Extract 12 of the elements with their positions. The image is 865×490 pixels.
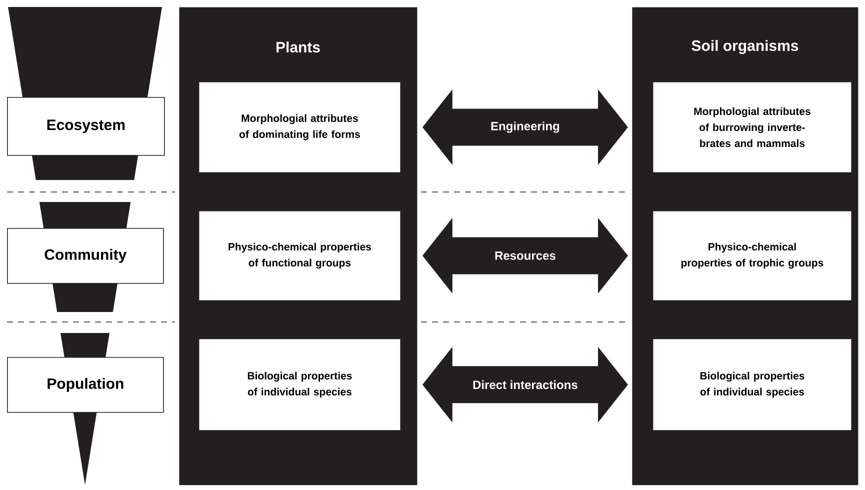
attribute-box: Biological properties of individual species [653, 339, 852, 430]
edge-label: Direct interactions [472, 379, 579, 390]
level-box: Population [7, 356, 164, 413]
attribute-box: Morphologial attributes of burrowing inverte- brates and mammals [653, 82, 852, 172]
attribute-box: Morphologial attributes of dominating life forms [199, 82, 400, 172]
attribute-box: Physico-chemical properties of trophic groups [653, 211, 852, 300]
edge-label: Resources [494, 250, 557, 261]
level-box: Community [7, 228, 164, 284]
attribute-box: Biological properties of individual species [199, 339, 400, 430]
level-box: Ecosystem [7, 97, 165, 156]
edge-label: Engineering [490, 120, 561, 134]
attribute-box: Physico-chemical properties of functional groups [199, 211, 400, 300]
